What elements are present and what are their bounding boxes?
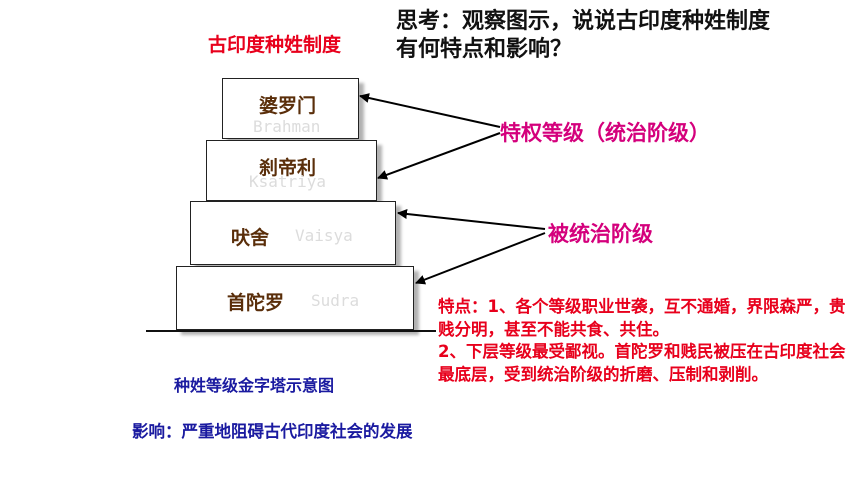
tier-sudra-label: 首陀罗 <box>227 292 285 314</box>
tier-vaisya-label: 吠舍 <box>231 227 270 249</box>
feature-2: 2、下层等级最受鄙视。首陀罗和贱民被压在古印度社会最底层，受到统治阶级的折磨、压… <box>438 342 846 384</box>
tier-vaisya-en: Vaisya <box>295 226 353 245</box>
label-ruled: 被统治阶级 <box>548 222 653 246</box>
arrow-to-sudra <box>415 232 546 285</box>
arrow-to-brahman <box>359 93 501 128</box>
tier-ksatriya: 刹帝利 Ksatriya <box>206 140 377 201</box>
tier-brahman: 婆罗门 Brahman <box>222 78 359 139</box>
question-text: 思考：观察图示，说说古印度种姓制度有何特点和影响？ <box>396 9 771 62</box>
tier-sudra: 首陀罗 Sudra <box>176 266 414 330</box>
tier-ksatriya-en: Ksatriya <box>249 172 327 191</box>
arrow-to-vaisya <box>397 209 546 230</box>
tier-brahman-en: Brahman <box>253 117 321 136</box>
feature-1: 特点：1、各个等级职业世袭，互不通婚，界限森严，贵贱分明，甚至不能共食、共住。 <box>438 297 846 339</box>
arrow-to-ksatriya <box>377 132 501 180</box>
impact-text: 影响：严重地阻碍古代印度社会的发展 <box>132 422 413 441</box>
ground-line <box>146 330 436 332</box>
diagram-title: 古印度种姓制度 <box>208 34 342 56</box>
label-privileged: 特权等级（统治阶级） <box>500 121 710 145</box>
tier-sudra-en: Sudra <box>311 291 360 310</box>
tier-vaisya: 吠舍 Vaisya <box>190 201 396 265</box>
tier-ksatriya-label: 刹帝利 <box>259 157 317 179</box>
pyramid-caption: 种姓等级金字塔示意图 <box>174 376 335 395</box>
features-text: 特点：1、各个等级职业世袭，互不通婚，界限森严，贵贱分明，甚至不能共食、共住。 … <box>438 296 850 386</box>
tier-brahman-label: 婆罗门 <box>259 95 317 117</box>
